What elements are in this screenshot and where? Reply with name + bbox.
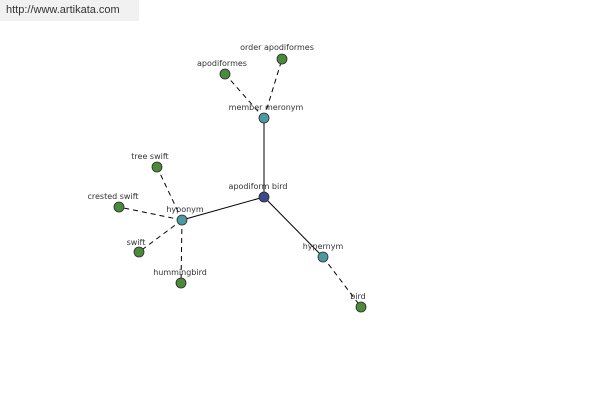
node-label-member-meronym: member meronym bbox=[229, 103, 304, 112]
node-apodiform-bird[interactable]: apodiform bird bbox=[229, 182, 288, 203]
node-apodiformes[interactable]: apodiformes bbox=[197, 59, 247, 80]
node-hyponym[interactable]: hyponym bbox=[166, 205, 204, 226]
edge-hypernym-to-bird bbox=[322, 256, 362, 308]
node-label-tree-swift: tree swift bbox=[131, 152, 168, 161]
node-hummingbird[interactable]: hummingbird bbox=[153, 268, 207, 289]
node-label-order-apodiformes: order apodiformes bbox=[240, 43, 314, 52]
node-hypernym[interactable]: hypernym bbox=[303, 242, 344, 263]
node-circle-hypernym[interactable] bbox=[317, 251, 329, 263]
node-label-hypernym: hypernym bbox=[303, 242, 344, 251]
node-circle-hyponym[interactable] bbox=[176, 214, 188, 226]
edge-hyponym-to-hummingbird bbox=[180, 219, 183, 284]
node-label-bird: bird bbox=[350, 292, 366, 301]
node-circle-member-meronym[interactable] bbox=[258, 112, 270, 124]
node-order-apodiformes[interactable]: order apodiformes bbox=[240, 43, 314, 65]
edge-member-meronym-to-apodiformes bbox=[224, 73, 265, 119]
node-label-swift: swift bbox=[127, 238, 146, 247]
node-label-hyponym: hyponym bbox=[166, 205, 204, 214]
node-circle-bird[interactable] bbox=[355, 301, 367, 313]
edge-member-meronym-to-order-apodiformes bbox=[263, 58, 283, 119]
edge-apodiform-bird-to-hyponym bbox=[181, 196, 265, 221]
node-bird[interactable]: bird bbox=[350, 292, 367, 313]
graph-edges bbox=[118, 58, 362, 308]
node-circle-apodiform-bird[interactable] bbox=[258, 191, 270, 203]
edge-hyponym-to-tree-swift bbox=[156, 166, 183, 221]
node-circle-swift[interactable] bbox=[133, 246, 145, 258]
graph-nodes: apodiform bird member meronym hyponym hyper… bbox=[87, 43, 367, 313]
node-circle-tree-swift[interactable] bbox=[151, 161, 163, 173]
node-label-crested-swift: crested swift bbox=[87, 192, 138, 201]
edge-hyponym-to-crested-swift bbox=[118, 206, 183, 221]
edge-apodiform-bird-to-hypernym bbox=[263, 196, 324, 258]
node-circle-order-apodiformes[interactable] bbox=[276, 53, 288, 65]
node-label-hummingbird: hummingbird bbox=[153, 268, 207, 277]
edge-hyponym-to-swift bbox=[138, 219, 183, 253]
node-circle-hummingbird[interactable] bbox=[175, 277, 187, 289]
node-label-apodiformes: apodiformes bbox=[197, 59, 247, 68]
site-url-link[interactable]: http://www.artikata.com bbox=[0, 0, 139, 21]
node-circle-apodiformes[interactable] bbox=[219, 68, 231, 80]
node-tree-swift[interactable]: tree swift bbox=[131, 152, 169, 173]
node-member-meronym[interactable]: member meronym bbox=[229, 103, 304, 124]
node-circle-crested-swift[interactable] bbox=[113, 201, 125, 213]
node-swift[interactable]: swift bbox=[127, 238, 146, 258]
node-crested-swift[interactable]: crested swift bbox=[87, 192, 139, 213]
node-label-apodiform-bird: apodiform bird bbox=[229, 182, 288, 191]
